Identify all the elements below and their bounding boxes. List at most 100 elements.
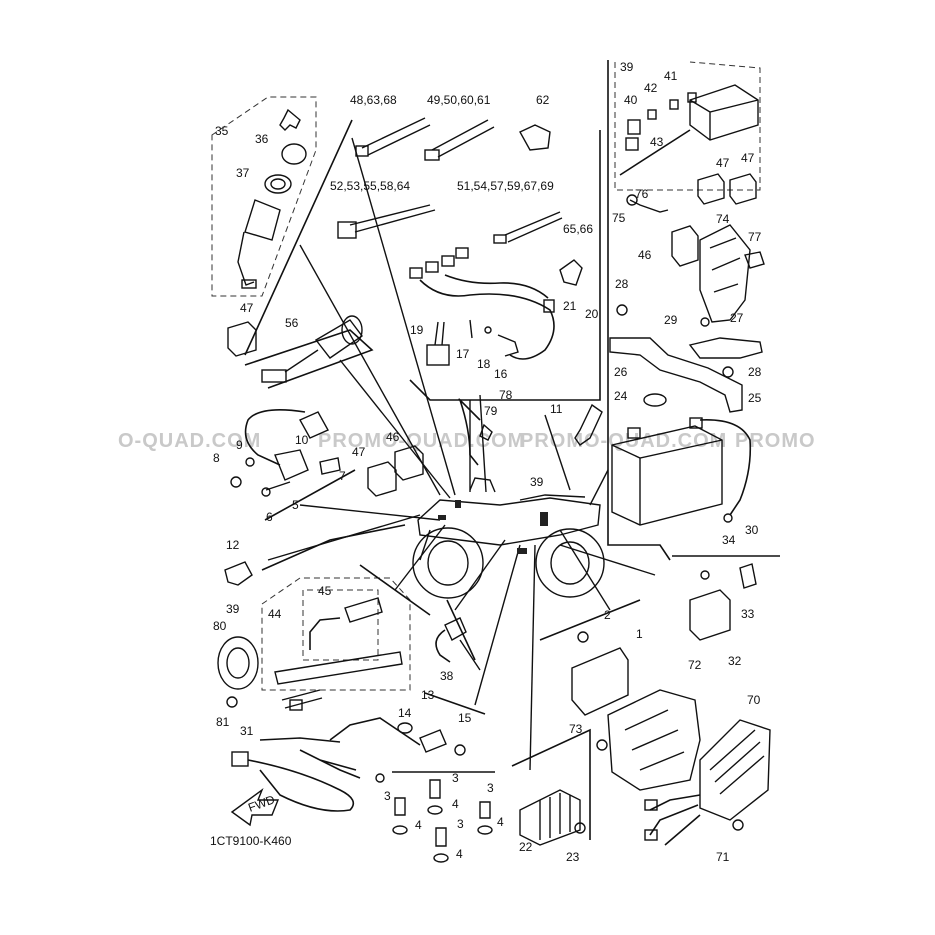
label-39b: 39 — [530, 475, 544, 489]
label-17: 17 — [456, 347, 470, 361]
fuse-box — [619, 84, 759, 205]
watermark-mid2: PROMO-QUAD.COM — [520, 430, 727, 452]
label-19: 19 — [410, 323, 424, 337]
label-12: 12 — [226, 538, 240, 552]
label-47d: 47 — [352, 445, 366, 459]
battery-bracket — [609, 304, 763, 413]
relays-mid — [367, 445, 424, 497]
label-51-54-57-59-67-69: 51,54,57,59,67,69 — [457, 179, 554, 193]
fuse-box-group — [614, 61, 761, 191]
label-21: 21 — [563, 299, 577, 313]
label-9: 9 — [236, 438, 243, 452]
indicator-56 — [261, 315, 363, 383]
watermark-mid: PROMO-QUAD.COM — [318, 430, 525, 452]
label-62: 62 — [536, 93, 550, 107]
label-14: 14 — [398, 706, 412, 720]
label-81: 81 — [216, 715, 230, 729]
label-7: 7 — [339, 469, 346, 483]
label-18: 18 — [477, 357, 491, 371]
harness-31 — [231, 737, 385, 812]
label-27: 27 — [730, 311, 744, 325]
section-lines — [244, 60, 780, 840]
label-74: 74 — [716, 212, 730, 226]
label-77: 77 — [748, 230, 762, 244]
label-52-53-55-58-64: 52,53,55,58,64 — [330, 179, 410, 193]
label-39a: 39 — [620, 60, 634, 74]
label-71: 71 — [716, 850, 730, 864]
relay-bracket — [626, 194, 765, 323]
label-25: 25 — [748, 391, 762, 405]
label-43: 43 — [650, 135, 664, 149]
label-39c: 39 — [226, 602, 240, 616]
label-80: 80 — [213, 619, 227, 633]
label-46b: 46 — [386, 430, 400, 444]
sensor-38 — [435, 617, 481, 671]
label-44: 44 — [268, 607, 282, 621]
fwd-label: FWD — [246, 792, 277, 815]
label-11: 11 — [550, 402, 563, 416]
ignition-switch-group — [211, 96, 317, 297]
label-15: 15 — [458, 711, 472, 725]
label-24: 24 — [614, 389, 628, 403]
fwd-arrow: FWD — [230, 787, 280, 827]
label-40: 40 — [624, 93, 638, 107]
sensors-3-4 — [392, 779, 493, 863]
label-3a: 3 — [452, 771, 459, 785]
label-41: 41 — [664, 69, 678, 83]
label-47a: 47 — [240, 301, 254, 315]
label-3c: 3 — [487, 781, 494, 795]
label-46a: 46 — [638, 248, 652, 262]
ignition-switch — [237, 108, 307, 289]
label-13: 13 — [421, 688, 435, 702]
label-28a: 28 — [615, 277, 629, 291]
regulator-70 — [644, 719, 771, 846]
label-56: 56 — [285, 316, 299, 330]
label-48-63-68: 48,63,68 — [350, 93, 397, 107]
label-70: 70 — [747, 693, 761, 707]
bracket-72 — [596, 689, 701, 791]
label-10: 10 — [295, 433, 309, 447]
starter-relay — [689, 563, 757, 641]
watermark-left: O-QUAD.COM — [118, 430, 261, 452]
label-45: 45 — [318, 584, 332, 598]
label-47b: 47 — [716, 156, 730, 170]
label-73: 73 — [569, 722, 583, 736]
label-76: 76 — [635, 187, 649, 201]
label-6: 6 — [266, 510, 273, 524]
label-38: 38 — [440, 669, 454, 683]
label-47c: 47 — [741, 151, 755, 165]
sensor-78 — [458, 398, 493, 466]
cable-ties — [337, 117, 583, 286]
lead-wire — [274, 597, 403, 711]
label-31: 31 — [240, 724, 254, 738]
callout-labels: 35 36 37 47 48,63,68 49,50,60,61 62 52,5… — [213, 60, 762, 864]
label-33: 33 — [741, 607, 755, 621]
thermo-switch-12 — [224, 561, 253, 586]
label-35: 35 — [215, 124, 229, 138]
label-37: 37 — [236, 166, 250, 180]
label-3b: 3 — [384, 789, 391, 803]
label-22: 22 — [519, 840, 533, 854]
rectifier-22 — [519, 789, 586, 846]
label-30: 30 — [745, 523, 759, 537]
label-72: 72 — [688, 658, 702, 672]
label-20: 20 — [585, 307, 599, 321]
label-26: 26 — [614, 365, 628, 379]
label-29: 29 — [664, 313, 678, 327]
label-5: 5 — [292, 498, 299, 512]
atv-body — [412, 477, 605, 599]
label-16: 16 — [494, 367, 508, 381]
label-32: 32 — [728, 654, 742, 668]
label-2: 2 — [604, 608, 611, 622]
label-42: 42 — [644, 81, 658, 95]
label-4a: 4 — [452, 797, 459, 811]
sensor-13 — [329, 717, 466, 756]
label-4c: 4 — [497, 815, 504, 829]
label-75: 75 — [612, 211, 626, 225]
watermark-right: PROMO — [735, 430, 816, 452]
spark-plug-cap-11 — [574, 403, 603, 446]
label-23: 23 — [566, 850, 580, 864]
wire-lead-group — [261, 577, 411, 691]
diagram-code: 1CT9100-K460 — [210, 834, 292, 848]
